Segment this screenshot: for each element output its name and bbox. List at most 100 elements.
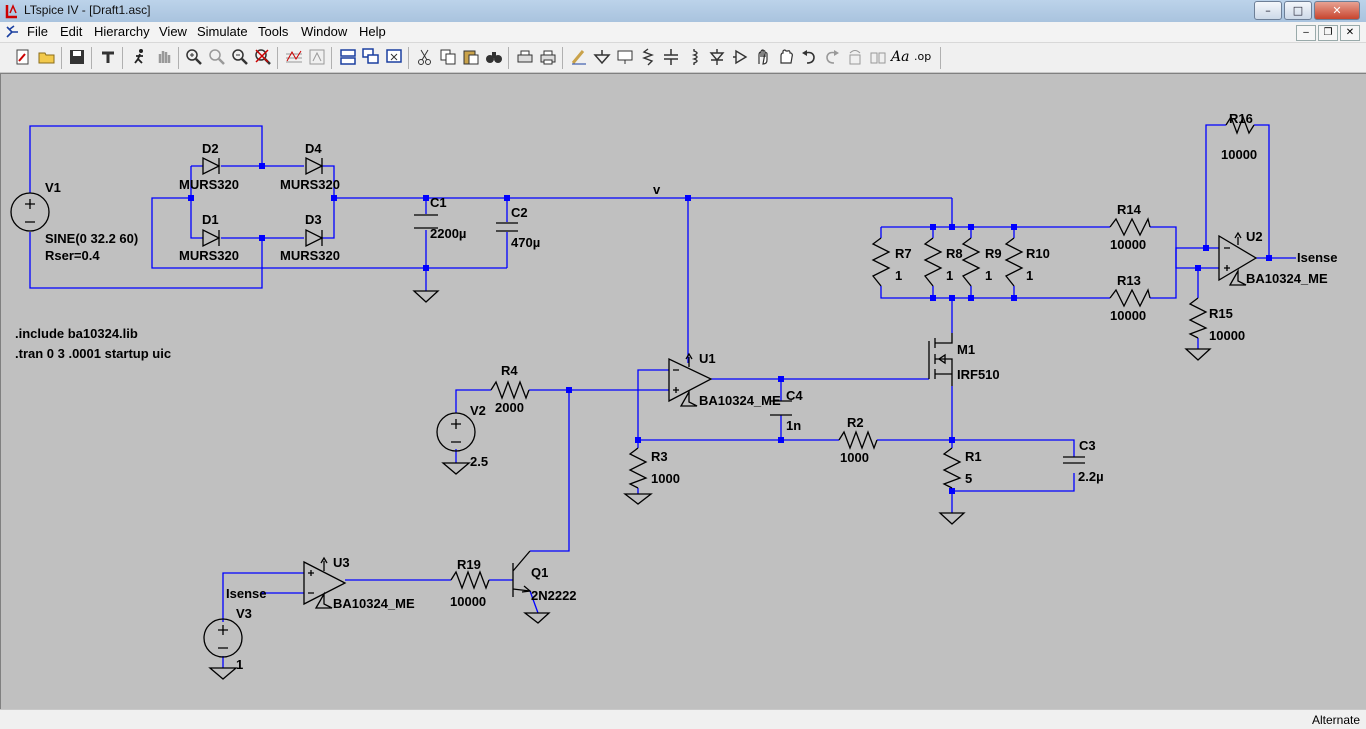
wires[interactable] [29,124,1296,668]
undo-icon[interactable] [799,47,819,67]
component-labels: V1 SINE(0 32.2 60) Rser=0.4 D2 MURS320 D… [15,111,1337,672]
d4-value: MURS320 [280,177,340,192]
minimize-button[interactable]: – [1254,1,1282,20]
net-label-v: v [653,182,661,197]
menu-file[interactable]: File [27,24,48,39]
component-icon[interactable] [730,47,750,67]
inductor-icon[interactable] [684,47,704,67]
capacitor-icon[interactable] [661,47,681,67]
c1-name: C1 [430,195,447,210]
label-net-icon[interactable] [615,47,635,67]
zoom-cancel-icon[interactable] [253,47,273,67]
title-bar: LTspice IV - [Draft1.asc] – □ ✕ [0,0,1366,22]
r10-value: 1 [1026,268,1033,283]
maximize-button[interactable]: □ [1284,1,1312,20]
close-window-icon[interactable] [384,47,404,67]
cascade-icon[interactable] [361,47,381,67]
ground-icon[interactable] [592,47,612,67]
r14-value: 10000 [1110,237,1146,252]
u2-name: U2 [1246,229,1263,244]
zoom-extents-icon[interactable] [307,47,327,67]
move-icon[interactable] [753,47,773,67]
v1-rser: Rser=0.4 [45,248,100,263]
r13-value: 10000 [1110,308,1146,323]
r1-name: R1 [965,449,982,464]
d3-value: MURS320 [280,248,340,263]
menu-view[interactable]: View [159,24,187,39]
r16-name: R16 [1229,111,1253,126]
q1-name: Q1 [531,565,548,580]
rotate-icon[interactable] [845,47,865,67]
r3-name: R3 [651,449,668,464]
r14-name: R14 [1117,202,1142,217]
mirror-icon[interactable] [868,47,888,67]
halt-icon[interactable] [154,47,174,67]
r15-value: 10000 [1209,328,1245,343]
d2-name: D2 [202,141,219,156]
save-icon[interactable] [67,47,87,67]
menu-simulate[interactable]: Simulate [197,24,248,39]
c4-name: C4 [786,388,803,403]
schematic-canvas[interactable]: V1 SINE(0 32.2 60) Rser=0.4 D2 MURS320 D… [0,73,1366,709]
u1-value: BA10324_ME [699,393,781,408]
diode-icon[interactable] [707,47,727,67]
resistor-icon[interactable] [638,47,658,67]
print-icon[interactable] [538,47,558,67]
text-icon[interactable]: Aa [891,49,910,65]
redo-icon[interactable] [822,47,842,67]
r4-value: 2000 [495,400,524,415]
status-text: Alternate [1311,713,1360,727]
drag-icon[interactable] [776,47,796,67]
cut-icon[interactable] [415,47,435,67]
q1-value: 2N2222 [531,588,577,603]
open-icon[interactable] [37,47,57,67]
menu-window[interactable]: Window [301,24,348,39]
directive-include: .include ba10324.lib [15,326,138,341]
window-title: LTspice IV - [Draft1.asc] [24,3,151,17]
r4-name: R4 [501,363,518,378]
d4-name: D4 [305,141,322,156]
menu-hierarchy[interactable]: Hierarchy [94,24,150,39]
run-icon[interactable] [130,47,150,67]
schematic-drawing[interactable]: V1 SINE(0 32.2 60) Rser=0.4 D2 MURS320 D… [1,74,1366,710]
control-panel-icon[interactable] [98,47,118,67]
schematic-document-icon[interactable] [4,24,20,40]
mdi-minimize-button[interactable]: – [1296,25,1316,41]
v1-name: V1 [45,180,61,195]
zoom-out-icon[interactable] [230,47,250,67]
v1-value: SINE(0 32.2 60) [45,231,138,246]
r1-value: 5 [965,471,972,486]
menu-tools[interactable]: Tools [258,24,289,39]
new-schematic-icon[interactable] [13,47,33,67]
d1-name: D1 [202,212,219,227]
paste-icon[interactable] [461,47,481,67]
u3-name: U3 [333,555,350,570]
v3-value: 1 [236,657,243,672]
print-setup-icon[interactable] [515,47,535,67]
d1-value: MURS320 [179,248,239,263]
mdi-close-button[interactable]: ✕ [1340,25,1360,41]
r16-value: 10000 [1221,147,1257,162]
r2-name: R2 [847,415,864,430]
menu-edit[interactable]: Edit [60,24,83,39]
pan-icon[interactable] [207,47,227,67]
draw-wire-icon[interactable] [569,47,589,67]
c2-name: C2 [511,205,528,220]
autorange-icon[interactable] [284,47,304,67]
mdi-restore-button[interactable]: ❐ [1318,25,1338,41]
menu-bar: File Edit Hierarchy View Simulate Tools … [0,22,1366,43]
status-bar: Alternate [0,709,1366,729]
spice-directive-icon[interactable]: .op [914,50,932,63]
tile-horizontal-icon[interactable] [338,47,358,67]
find-icon[interactable] [484,47,504,67]
menu-help[interactable]: Help [359,24,386,39]
copy-icon[interactable] [438,47,458,67]
zoom-in-icon[interactable] [184,47,204,67]
close-button[interactable]: ✕ [1314,1,1360,20]
ltspice-logo-icon [5,4,17,19]
junctions [188,163,1272,494]
net-label-isense-in: Isense [226,586,266,601]
r3-value: 1000 [651,471,680,486]
component-symbols[interactable] [10,115,1258,680]
r8-value: 1 [946,268,953,283]
